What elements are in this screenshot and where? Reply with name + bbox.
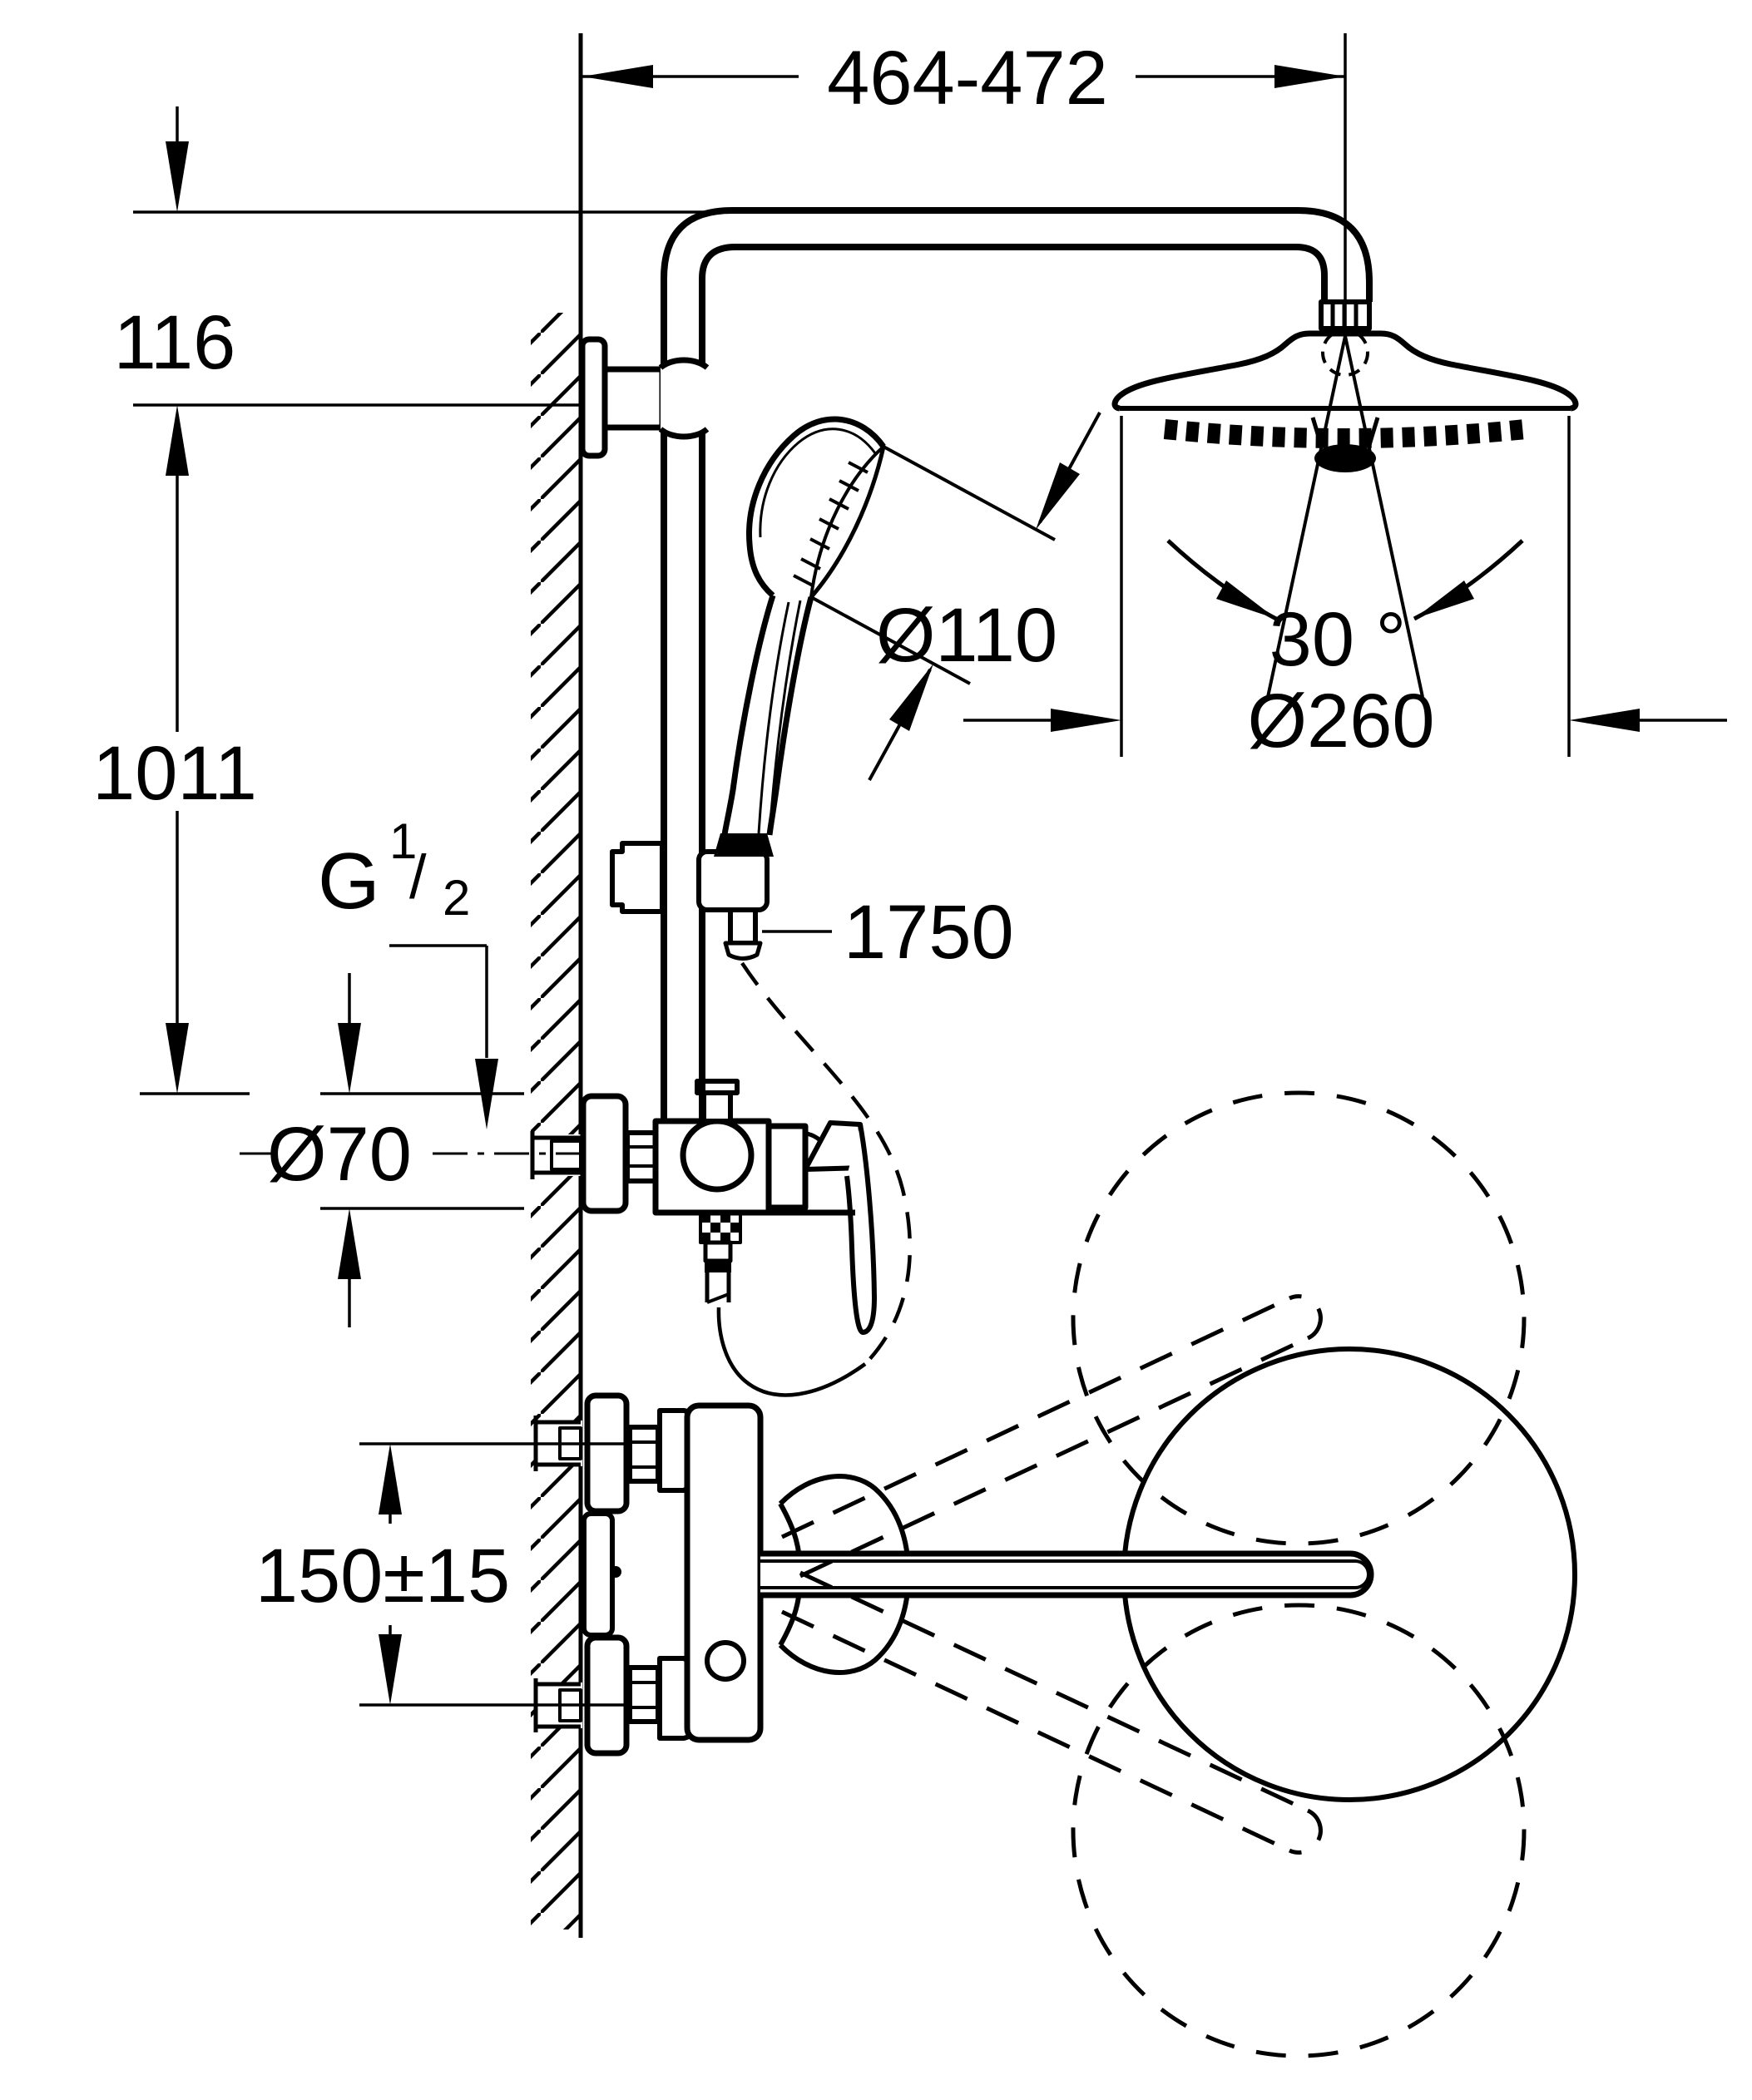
wall-section — [531, 33, 583, 1938]
hand-shower-face-ticks — [793, 461, 869, 587]
swivel-circle-down — [1071, 1603, 1527, 2058]
mixer-lever — [656, 1120, 877, 1335]
dim-thread-slash: / — [409, 842, 427, 912]
mixer-hose-outlet — [699, 1211, 742, 1304]
dim-top-width: 464-472 — [582, 33, 1347, 336]
shower-hose — [716, 961, 913, 1397]
hand-shower — [721, 416, 886, 836]
dim-arm-height-label: 116 — [114, 300, 236, 385]
tub-mixer-screw-hole — [705, 1640, 746, 1682]
bracket-arm — [601, 366, 666, 431]
mixer-supply-pipe — [530, 1131, 582, 1179]
swivel-angle-lines — [1266, 335, 1424, 698]
swivel-circle-up — [1071, 1090, 1527, 1546]
hose-dashed-run — [740, 961, 913, 1366]
holder-left-jaw — [610, 841, 665, 914]
top-pipe-inner — [699, 244, 1328, 302]
holder-right-jaw — [696, 849, 770, 912]
handle-inner-line-2 — [768, 600, 802, 834]
hand-shower-holder — [610, 833, 774, 961]
mixer-cartridge-cap — [680, 1118, 755, 1193]
handle-inner-line-1 — [757, 601, 790, 834]
dim-head-angle: 30 ° — [1166, 539, 1524, 682]
dimensions: 464-472 116 1011 G 1 / 2 — [92, 33, 1727, 1707]
dim-union-spacing-label: 150±15 — [255, 1534, 510, 1618]
dim-thread: G 1 / 2 — [318, 813, 498, 1129]
tub-mixer-body — [684, 1402, 764, 1743]
wall-hatching — [531, 313, 581, 1930]
dim-thread-sub: 2 — [443, 870, 470, 926]
hose-end-run — [716, 1307, 867, 1397]
hand-shower-face-front — [809, 446, 886, 599]
hand-shower-head-back — [746, 416, 886, 598]
dim-union-spacing: 150±15 — [255, 1442, 629, 1707]
dim-thread-g: G — [318, 837, 380, 926]
mixer-hex-nipple — [625, 1130, 658, 1183]
head-nozzle-band — [1163, 419, 1527, 448]
dim-top-width-label: 464-472 — [827, 36, 1108, 121]
tub-escutcheon-bottom — [584, 1634, 630, 1757]
tub-spout — [760, 1550, 1374, 1598]
bracket-collar-bottom — [658, 427, 710, 440]
wall-bracket — [579, 336, 710, 459]
dim-flange-diameter: Ø70 — [240, 973, 581, 1327]
handle-right-edge — [766, 596, 814, 836]
hose-nipple — [723, 941, 763, 961]
bracket-collar-top — [658, 357, 710, 370]
head-center-hub — [1314, 444, 1376, 472]
top-pipe-outer — [661, 207, 1373, 302]
dim-thread-sup: 1 — [389, 813, 417, 869]
dim-head-diameter: Ø260 — [963, 416, 1727, 763]
dim-column-height: 1011 — [92, 453, 257, 1095]
dim-hose-length: 1750 — [762, 890, 1014, 975]
bracket-wall-plate — [579, 336, 608, 459]
spout-swivel-positions — [780, 1294, 1323, 1855]
dim-flange-diameter-label: Ø70 — [267, 1112, 412, 1197]
spout-pivot-dot — [610, 1566, 621, 1578]
head-shower-profile — [1111, 330, 1579, 448]
handle-left-edge — [721, 594, 776, 836]
tub-escutcheon-top — [584, 1392, 630, 1514]
hand-shower-face-back — [809, 445, 885, 598]
dim-hand-shower-diameter-label: Ø110 — [876, 593, 1057, 678]
dim-arm-height: 116 — [114, 106, 732, 476]
dim-hose-length-label: 1750 — [844, 890, 1014, 975]
outlet-thread-knurl — [699, 1211, 742, 1244]
hand-shower-head-inner — [759, 427, 877, 538]
mixer-escutcheon — [580, 1093, 629, 1214]
dim-head-diameter-label: Ø260 — [1247, 679, 1434, 763]
shower-mixer — [530, 1079, 877, 1335]
tub-mixer-unit — [533, 1294, 1374, 1855]
dim-column-height-label: 1011 — [92, 731, 257, 816]
diverter-knob — [695, 1079, 740, 1124]
mixer-right-cap — [765, 1123, 809, 1211]
dim-hand-shower-diameter: Ø110 — [810, 412, 1101, 781]
tub-center-flange — [582, 1511, 615, 1638]
hand-shower-dock-band — [714, 833, 774, 857]
dim-head-angle-label: 30 ° — [1269, 597, 1407, 682]
hose-connector — [728, 907, 758, 946]
